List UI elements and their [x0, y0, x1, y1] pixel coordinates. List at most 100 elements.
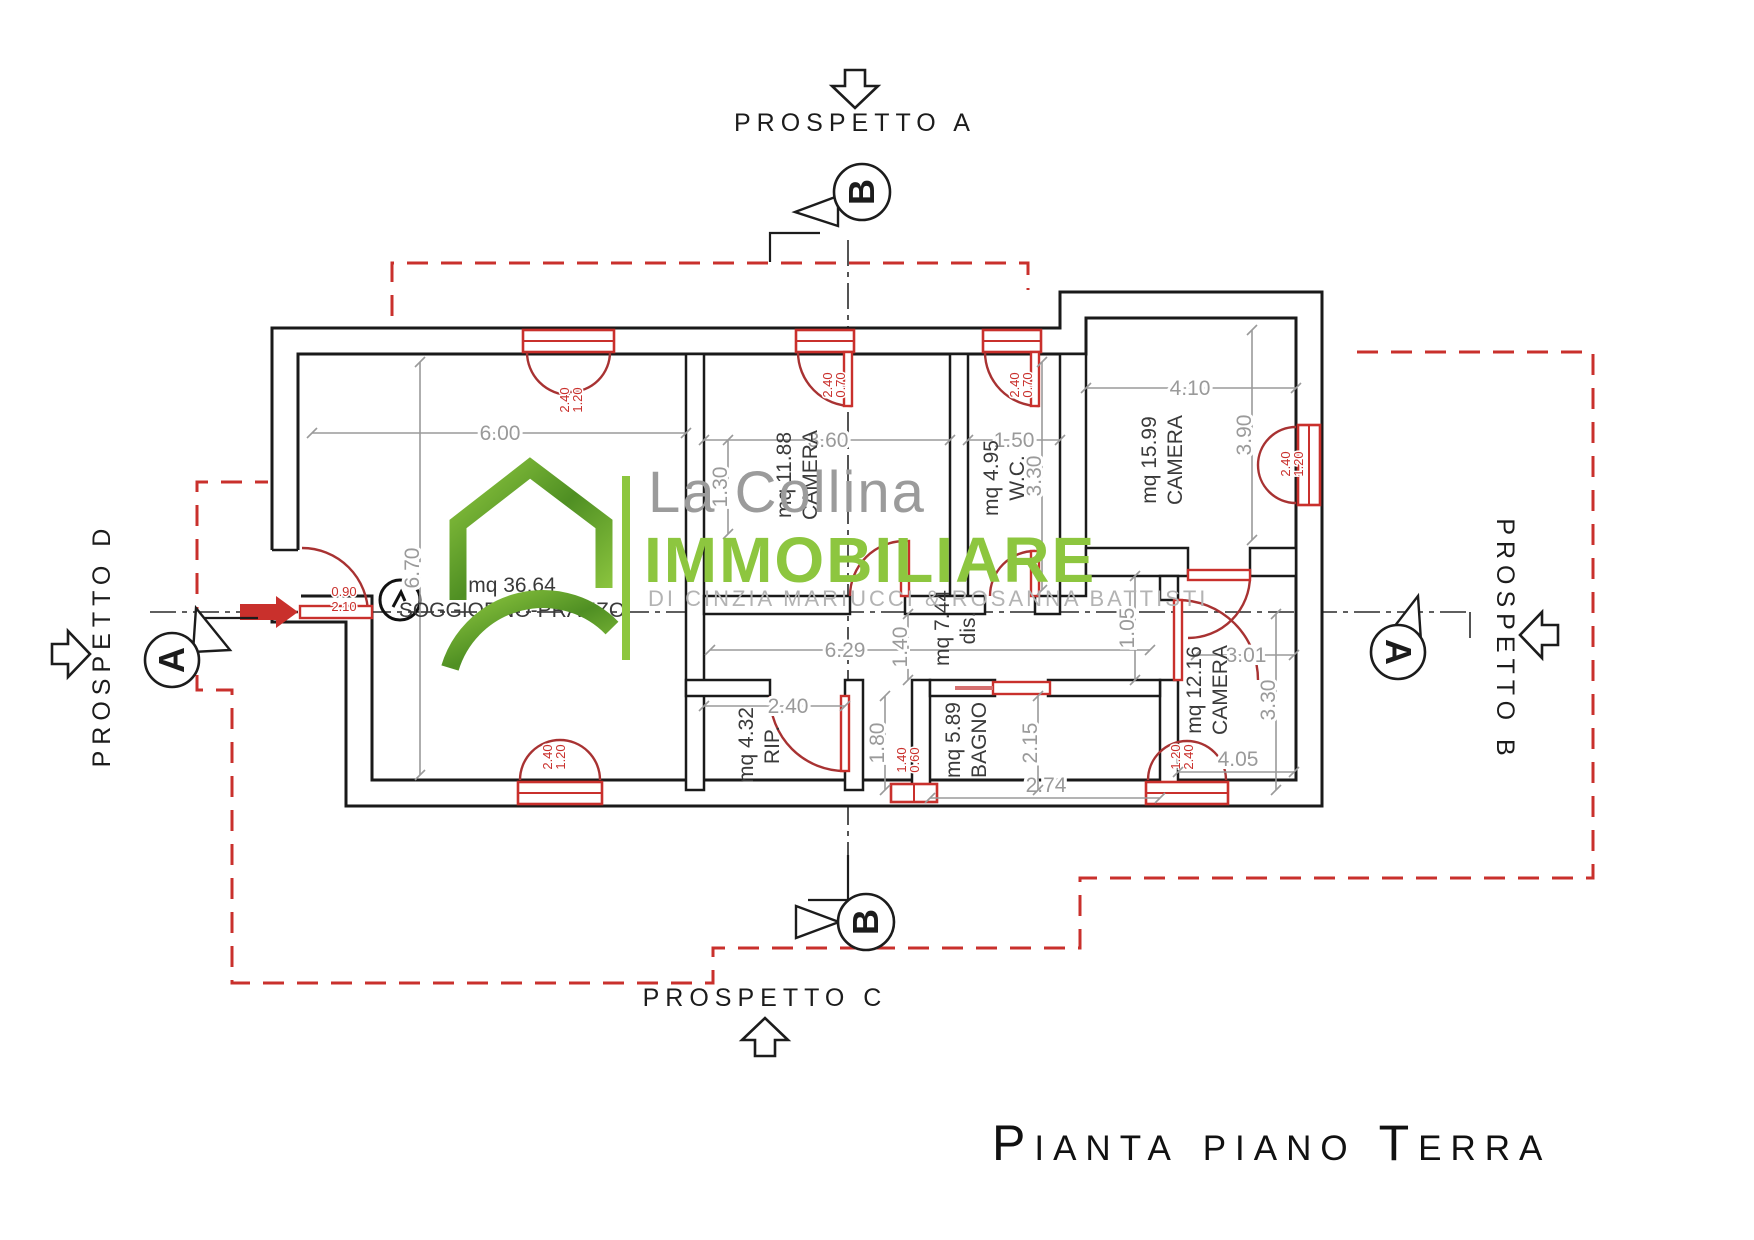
- room-dis-name: dis.: [957, 612, 980, 645]
- entrance-arrow-icon: [240, 596, 298, 628]
- window-label: 2.40: [1278, 451, 1293, 476]
- logo: La Collina IMMOBILIARE DI CINZIA MARIUCC…: [441, 457, 1208, 671]
- window-camera2-right: 2.40 1.20: [1256, 423, 1322, 507]
- dim-soggiorno-height: 6.70: [401, 548, 424, 589]
- wall-bagno-top-2: [1046, 678, 1162, 698]
- elevation-labels: PROSPETTO A PROSPETTO C PROSPETTO D PROS…: [50, 68, 1560, 1058]
- window-label: 2.40: [557, 387, 572, 412]
- room-camera1-name: CAMERA: [799, 430, 822, 520]
- wall-camera2-bottom-2: [1248, 546, 1298, 578]
- dim-camera3-top-width: 3.01: [1226, 644, 1267, 667]
- dim-rip-height: 1.80: [866, 723, 889, 764]
- arrow-left-icon: [1518, 608, 1560, 662]
- room-camera2-name: CAMERA: [1164, 415, 1187, 505]
- entrance-door: 0.90 2.10: [240, 546, 422, 628]
- section-marker-b-top: B: [768, 162, 892, 262]
- wall-wc-camera2: [1058, 352, 1088, 598]
- dim-camera3-width: 4.05: [1218, 748, 1259, 771]
- entrance-marker-hook: [391, 588, 407, 608]
- logo-house-icon: [449, 457, 613, 600]
- logo-tagline: DI CINZIA MARIUCCI & ROSANNA BATTISTI: [648, 586, 1208, 611]
- room-rip-area: mq 4.32: [735, 707, 758, 783]
- windows: 2.40 1.20 2.40 0.70 2.40 0.70 2.40: [516, 328, 1322, 806]
- wc-door-arc: [988, 549, 1036, 597]
- arrow-down-icon: [828, 68, 882, 110]
- roof-dashed-outline: [195, 261, 1595, 985]
- logo-divider-bar: [622, 476, 630, 660]
- window-camera1-top: 2.40 0.70: [794, 328, 856, 408]
- window-label: 2.40: [820, 372, 835, 397]
- dim-bagno-height: 2.15: [1019, 723, 1042, 764]
- window-label: 0.70: [1020, 372, 1035, 397]
- wall-corridor-1: [702, 594, 852, 616]
- logo-brand: IMMOBILIARE: [644, 524, 1096, 596]
- entrance-door-label: 2.10: [331, 599, 356, 614]
- arrow-up-icon: [738, 1016, 792, 1058]
- dim-wc-width: 1.50: [994, 429, 1035, 452]
- window-soggiorno-bottom: 2.40 1.20: [516, 738, 604, 806]
- room-camera1-area: mq 11.88: [773, 432, 796, 518]
- arrow-right-icon: [50, 627, 92, 681]
- elevation-left-label: PROSPETTO D: [88, 523, 116, 768]
- window-label: 1.20: [553, 744, 568, 769]
- window-label: 1.20: [1168, 744, 1183, 769]
- roof-dashed-top: [390, 261, 1030, 316]
- wall-corridor-3: [1033, 594, 1062, 616]
- section-flag-icon: [191, 604, 233, 654]
- room-wc-area: mq 4.95: [980, 440, 1003, 516]
- section-flag-icon: [791, 194, 840, 228]
- room-dis-area: mq 7.44: [931, 590, 954, 666]
- dim-130: 1.30: [709, 467, 732, 508]
- elevation-bottom-label: PROSPETTO C: [643, 984, 888, 1012]
- section-marker-a-right: A: [1369, 592, 1427, 681]
- camera3-door-arc: [1177, 598, 1260, 681]
- wall-corridor-2: [903, 594, 987, 616]
- window-label: 0.70: [833, 372, 848, 397]
- dim-bagno-width: 2.74: [1026, 774, 1067, 797]
- dim-105: 1.05: [1116, 608, 1139, 649]
- window-label: 1.20: [1291, 451, 1306, 476]
- camera1-door-arc: [848, 539, 906, 597]
- entrance-opening: [269, 550, 301, 612]
- rip-door-arc: [768, 695, 846, 773]
- section-marker-b-bottom: B: [794, 855, 896, 952]
- dim-camera2-height: 3.90: [1233, 415, 1256, 456]
- dimensions: 6.00 3.60 1.50 4.10 6.29 3.01 2.40 2.74 …: [306, 324, 1302, 804]
- room-bagno-name: BAGNO: [968, 702, 991, 778]
- exterior-walls: [270, 290, 1324, 808]
- wall-camera2-bottom-1: [1084, 546, 1190, 578]
- dim-soggiorno-width: 6.00: [480, 422, 521, 445]
- section-letter: B: [845, 909, 886, 935]
- dim-wc-height: 3.30: [1023, 456, 1046, 497]
- room-rip-name: RIP.: [761, 726, 784, 764]
- section-letter: A: [1378, 639, 1419, 665]
- window-wc-top: 2.40 0.70: [981, 328, 1043, 408]
- drawing-title: Pianta piano Terra: [992, 1115, 1551, 1171]
- camera1-door-leaf: [899, 539, 911, 598]
- doors: 0.90 2.10: [240, 539, 1260, 773]
- dim-rip-width: 2.40: [768, 695, 809, 718]
- rip-door-leaf: [839, 694, 851, 773]
- section-letter: A: [151, 647, 192, 673]
- dim-camera2-width: 4.10: [1170, 377, 1211, 400]
- window-label: 2.40: [1181, 744, 1196, 769]
- window-soggiorno-top: 2.40 1.20: [521, 328, 616, 414]
- window-label: 2.40: [1007, 372, 1022, 397]
- elevation-right-label: PROSPETTO B: [1491, 518, 1519, 761]
- window-dis-bottom: 1.40 0.60: [889, 746, 939, 804]
- window-label: 0.60: [907, 747, 922, 772]
- entrance-door-label: 0.90: [331, 584, 356, 599]
- elevation-top-label: PROSPETTO A: [734, 109, 976, 137]
- camera2-door-leaf: [1186, 568, 1252, 582]
- logo-arch-icon: [441, 590, 619, 671]
- wall-camera3-left-top: [1158, 574, 1180, 602]
- dim-camera3-height: 3.30: [1257, 680, 1280, 721]
- room-camera3-name: CAMERA: [1209, 645, 1232, 735]
- dim-corridor-width: 6.29: [825, 639, 866, 662]
- window-label: 2.40: [540, 744, 555, 769]
- window-camera3-bottom: 1.20 2.40: [1144, 739, 1230, 806]
- room-camera2-area: mq 15.99: [1138, 416, 1161, 504]
- section-markers: B B A A: [143, 162, 1427, 952]
